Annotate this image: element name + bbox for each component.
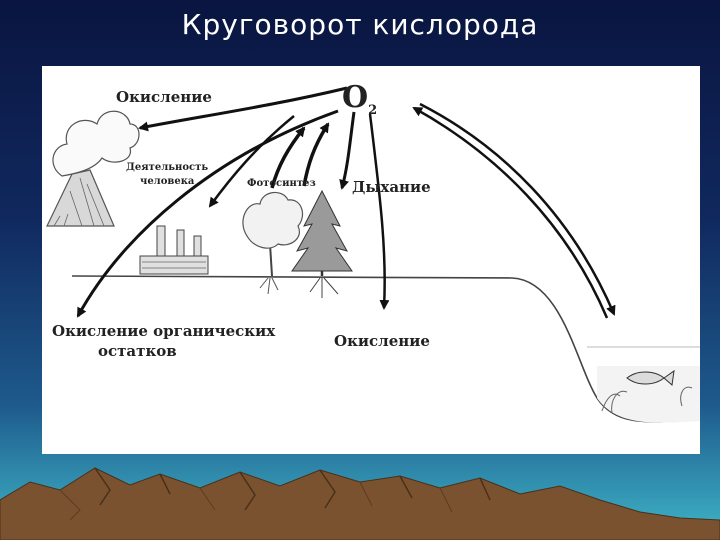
water-plants — [601, 386, 693, 414]
label-oxidation-top: Окисление — [116, 88, 212, 106]
label-human-activity-line2: человека — [140, 176, 195, 187]
o2-subscript: 2 — [368, 103, 378, 118]
conifer-icon — [291, 189, 353, 298]
factory-icon — [139, 225, 209, 275]
arrow-water-down — [419, 102, 616, 316]
diagram-drawing — [46, 86, 700, 423]
arrow-human-activity — [208, 115, 295, 208]
arrow-water-up — [412, 106, 609, 319]
label-organic-oxidation-line1: Окисление органических — [52, 322, 276, 340]
fish-icon — [626, 369, 675, 386]
arrow-respiration — [339, 111, 356, 190]
deciduous-tree-icon — [242, 191, 304, 295]
slide-title: Круговорот кислорода — [181, 8, 539, 41]
volcano-icon — [46, 110, 140, 227]
o2-label: O2 — [342, 80, 377, 118]
label-respiration: Дыхание — [352, 178, 431, 196]
oxygen-cycle-diagram: O2 Окисление Деятельность человека Фотос… — [42, 66, 700, 454]
arrow-oxidation-top — [138, 86, 348, 132]
arrow-organic-oxidation — [76, 109, 339, 318]
label-organic-oxidation-line2: остатков — [98, 342, 177, 360]
arrow-oxidation-bottom — [368, 113, 390, 310]
mountain-range-decoration — [0, 467, 720, 540]
arrow-photosynthesis-2 — [302, 122, 330, 187]
water-area — [597, 366, 700, 423]
label-human-activity-line1: Деятельность — [126, 162, 209, 173]
label-photosynthesis: Фотосинтез — [247, 178, 316, 189]
label-oxidation-bottom: Окисление — [334, 332, 430, 350]
o2-symbol: O — [342, 80, 369, 115]
arrow-photosynthesis-1 — [270, 126, 306, 189]
